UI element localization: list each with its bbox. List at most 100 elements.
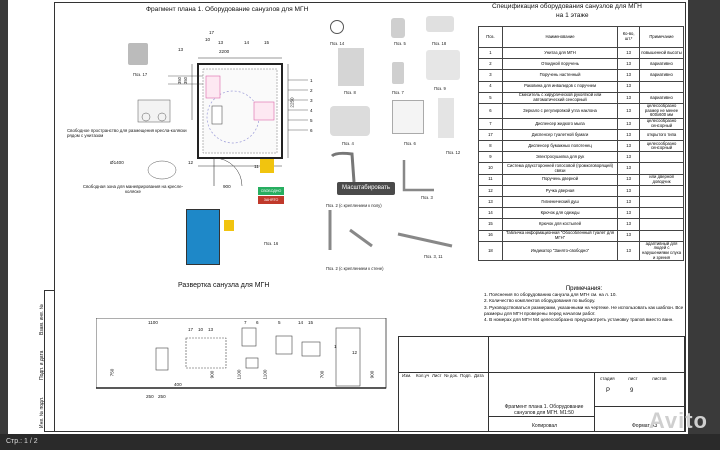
spec-cell: 7 (478, 117, 503, 130)
spec-header-cell: Наименование (501, 26, 619, 48)
status-bar: Стр.: 1 / 2 (0, 434, 720, 450)
spec-cell: Система двухсторонней голосовой (громког… (501, 162, 619, 175)
spec-cell: Смеситель с хирургической рукояткой или … (501, 91, 619, 104)
door-image (186, 209, 220, 265)
tb-line (594, 372, 595, 432)
spec-cell: 13 (617, 196, 641, 209)
spec-cell: Табличка информационная "Обособленный ту… (501, 229, 619, 242)
elev-dim: 900 (209, 370, 215, 379)
spec-cell: 13 (478, 196, 503, 209)
plan-dim-2200: 2200 (219, 49, 230, 54)
spec-header-row: Поз. Наименование Ко-во, шт.* Примечание (478, 26, 684, 48)
spec-subtitle: на 1 этаже (556, 12, 589, 19)
spec-cell: 13 (617, 128, 641, 142)
spec-cell: 4 (478, 80, 503, 93)
spec-cell: Откидной поручень (501, 58, 619, 71)
plan-diameter: Ø1400 (110, 160, 124, 165)
elevation-drawing (96, 318, 387, 389)
spec-cell (639, 162, 684, 175)
spec-cell: Диспенсер бумажных полотенец (501, 140, 619, 153)
spec-cell: целесообразно сенсорный (639, 117, 684, 130)
plan-callout: 13 (218, 40, 224, 45)
sign-free: СВОБОДНО (258, 187, 284, 195)
spec-cell: Поручень дверной (501, 173, 619, 186)
tb-sheets-label: листов (652, 376, 667, 381)
spec-cell (639, 229, 684, 242)
faucet-image (391, 18, 405, 38)
spec-cell: адаптивный для людей с нарушениями слуха… (639, 240, 684, 262)
spec-cell: вариативно (639, 91, 684, 104)
title-block (398, 336, 685, 432)
spec-cell (639, 207, 684, 220)
spec-cell: 12 (478, 184, 503, 198)
spec-cell: 13 (617, 91, 641, 104)
spec-cell: 13 (617, 117, 641, 130)
sink-image (330, 106, 370, 136)
thumb-caption: Поз. 18 (432, 41, 447, 46)
tb-description: Фрагмент плана 1. Оборудование санузлов … (504, 404, 584, 416)
side-label-1: Взам. инв. № (39, 304, 45, 335)
spec-cell: открытого типа (639, 128, 684, 142)
frame-left (54, 2, 55, 432)
note-item: 2. Количество комплектов оборудования по… (484, 298, 596, 304)
notes-block: Примечания: 1. Пояснения по оборудованию… (484, 286, 684, 323)
sign-busy: ЗАНЯТО (258, 196, 284, 204)
spec-cell: Крючок для костылей (501, 218, 619, 231)
tb-col: Изм. (402, 373, 412, 378)
side-label-2: Подп. и дата (39, 350, 45, 380)
indicator-image (426, 16, 454, 32)
elev-callout: 12 (352, 350, 358, 355)
spec-header-cell: Примечание (639, 26, 684, 48)
thumb-caption: Поз. 17 (133, 72, 148, 77)
tb-sheet-label: лист (628, 376, 638, 381)
spec-cell: целесообразно сенсорный (639, 140, 684, 153)
plan-callout: 13 (178, 47, 184, 52)
plan-callout: 14 (244, 40, 250, 45)
zoom-tooltip[interactable]: Масштабировать (337, 182, 395, 195)
plan-callout: 11 (254, 164, 259, 169)
elev-callout: 13 (208, 327, 214, 332)
plan-dim-350a: 350 (177, 77, 182, 84)
spec-cell: 10 (478, 162, 503, 175)
elev-dim: 1100 (148, 320, 158, 325)
spec-cell: 15 (478, 218, 503, 231)
spec-cell: 13 (617, 140, 641, 153)
spec-cell: Раковина для инвалидов с поручнем (501, 80, 619, 93)
note-item: 1. Пояснения по оборудованию санузла для… (484, 292, 617, 298)
tb-format: Формат А3 (632, 423, 658, 429)
spec-cell: 18 (478, 240, 503, 262)
tb-stage: Р (606, 388, 611, 394)
spec-cell: Зеркало с регулировкой угла наклона (501, 102, 619, 119)
spec-cell: Унитаз для МГН (501, 46, 619, 60)
elev-dim: 1100 (236, 369, 242, 380)
elev-callout: 10 (198, 327, 204, 332)
thumb-caption: Поз. 16 (264, 241, 279, 246)
spec-cell: 13 (617, 162, 641, 175)
spec-cell (639, 184, 684, 198)
frame-bottom (54, 431, 686, 432)
spec-cell: 8 (478, 140, 503, 153)
tb-col: Дата (474, 373, 484, 378)
tb-stage-label: стадия (600, 376, 615, 381)
spec-cell (639, 80, 684, 93)
spec-header-cell: Ко-во, шт.* (617, 26, 641, 48)
elev-callout: 15 (308, 320, 314, 325)
tb-col: № док. (444, 373, 459, 378)
plan-dim-350b: 350 (183, 77, 188, 84)
tb-line (488, 336, 489, 432)
shower-image (438, 98, 454, 138)
tb-line (594, 406, 685, 407)
spec-cell: 13 (617, 102, 641, 119)
tb-col: Кол.уч (416, 373, 430, 378)
spec-cell: 3 (478, 69, 503, 82)
spec-cell: целесообразно размер не менее 600х600 мм (639, 102, 684, 119)
spec-cell: Поручень настенный (501, 69, 619, 82)
spec-cell: 13 (617, 46, 641, 60)
